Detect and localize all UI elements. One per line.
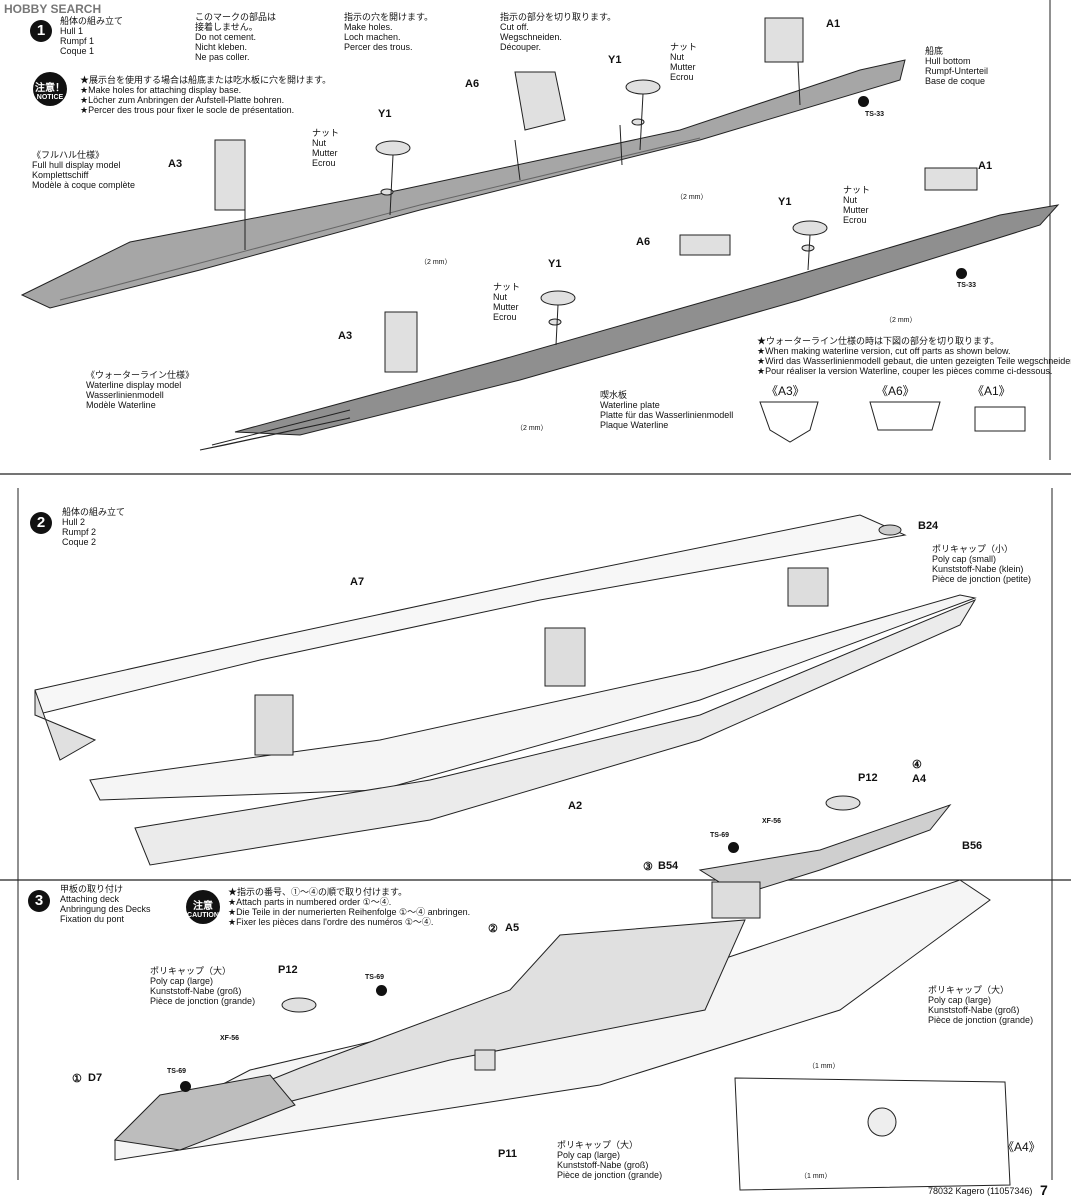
- part-a6-top: A6: [465, 78, 480, 90]
- cutoff-part-a6: 《A6》: [876, 384, 915, 398]
- part-a2: A2: [568, 800, 583, 812]
- a4-detail-label: 《A4》: [1002, 1140, 1041, 1154]
- legend-no-cement: このマークの部品は接着しません。Do not cement.Nicht kleb…: [195, 12, 277, 62]
- part-a7: A7: [350, 576, 365, 588]
- part-y1-b: Y1: [378, 108, 392, 120]
- full-hull-drawing: [20, 59, 906, 309]
- screw-marker-1: [858, 96, 869, 107]
- screw-marker-4: [376, 985, 387, 996]
- part-y1-d: Y1: [548, 258, 562, 270]
- part-b54: B54: [658, 860, 679, 872]
- part-a4: A4: [912, 773, 927, 785]
- step1-arrows: [244, 61, 811, 346]
- step-1-marker: ①: [72, 1073, 82, 1085]
- part-b24: B24: [918, 520, 939, 532]
- hole-size-4: （2 mm）: [516, 425, 548, 432]
- part-ts33-b: TS-33: [957, 282, 977, 289]
- step-4-marker: ④: [912, 759, 922, 771]
- screw-marker-3: [728, 842, 739, 853]
- part-p11: P11: [498, 1148, 517, 1160]
- part-a5: A5: [505, 922, 520, 934]
- hole-size-6: （1 mm）: [800, 1173, 832, 1180]
- step1-parts: [214, 17, 978, 373]
- step-2-number: 2: [30, 512, 52, 534]
- poly-cap-small-label: ポリキャップ（小）Poly cap (small)Kunststoff-Nabe…: [932, 544, 1032, 584]
- notice-text: ★展示台を使用する場合は船底または吃水板に穴を開けます。★Make holes …: [80, 75, 332, 115]
- cutoff-part-a1: 《A1》: [972, 384, 1011, 398]
- hole-size-1: （2 mm）: [676, 194, 708, 201]
- screw-marker-5: [180, 1081, 191, 1092]
- screw-marker-2: [956, 268, 967, 279]
- part-d7: D7: [88, 1072, 103, 1084]
- part-y1-a: Y1: [608, 54, 622, 66]
- part-a1-top: A1: [826, 18, 841, 30]
- part-a3-bottom: A3: [338, 330, 353, 342]
- waterline-plate-drawing: [199, 204, 1060, 451]
- hole-size-3: （2 mm）: [885, 317, 917, 324]
- part-b56: B56: [962, 840, 983, 852]
- legend-make-holes: 指示の穴を開けます。Make holes.Loch machen.Percer …: [344, 12, 434, 52]
- legend-cut-off: 指示の部分を切り取ります。Cut off.Wegschneiden.Découp…: [500, 12, 617, 52]
- part-ts69-c: TS-69: [167, 1068, 187, 1075]
- part-p12-a: P12: [858, 772, 878, 784]
- watermark: HOBBY SEARCH: [4, 2, 102, 16]
- step-1-number: 1: [30, 20, 52, 42]
- caution-text: ★指示の番号、①〜④の順で取り付けます。★Attach parts in num…: [228, 887, 471, 927]
- poly-cap-large-label-3: ポリキャップ（大）Poly cap (large)Kunststoff-Nabe…: [557, 1140, 663, 1180]
- poly-cap-large-label-1: ポリキャップ（大）Poly cap (large)Kunststoff-Nabe…: [150, 966, 256, 1006]
- hole-size-5: （1 mm）: [808, 1063, 840, 1070]
- step-2-marker: ②: [488, 923, 498, 935]
- kit-code: 78032 Kagero (11057346): [928, 1186, 1033, 1196]
- page-number: 7: [1040, 1182, 1048, 1198]
- part-ts69-b: TS-69: [365, 974, 385, 981]
- part-a6-bottom: A6: [636, 236, 651, 248]
- cutoff-part-a3: 《A3》: [766, 384, 805, 398]
- cutoff-note: ★ウォーターライン仕様の時は下図の部分を切り取ります。★When making …: [757, 336, 1071, 376]
- part-xf56-b: XF-56: [220, 1035, 240, 1042]
- part-y1-c: Y1: [778, 196, 792, 208]
- step-3-marker: ③: [643, 861, 653, 873]
- part-xf56-a: XF-56: [762, 818, 782, 825]
- part-p12-b: P12: [278, 964, 298, 976]
- deck-assembly-drawing: [113, 795, 1011, 1191]
- cutoff-previews: [759, 401, 1026, 443]
- notice-badge: 注意！NOTICE: [33, 72, 67, 106]
- hole-size-2: （2 mm）: [420, 259, 452, 266]
- hull-halves-drawing: [34, 514, 977, 866]
- step-3-number: 3: [28, 890, 50, 912]
- part-ts69-a: TS-69: [710, 832, 730, 839]
- part-a3-top: A3: [168, 158, 183, 170]
- poly-cap-large-label-2: ポリキャップ（大）Poly cap (large)Kunststoff-Nabe…: [928, 985, 1034, 1025]
- part-ts33-a: TS-33: [865, 111, 885, 118]
- part-a1-bottom: A1: [978, 160, 993, 172]
